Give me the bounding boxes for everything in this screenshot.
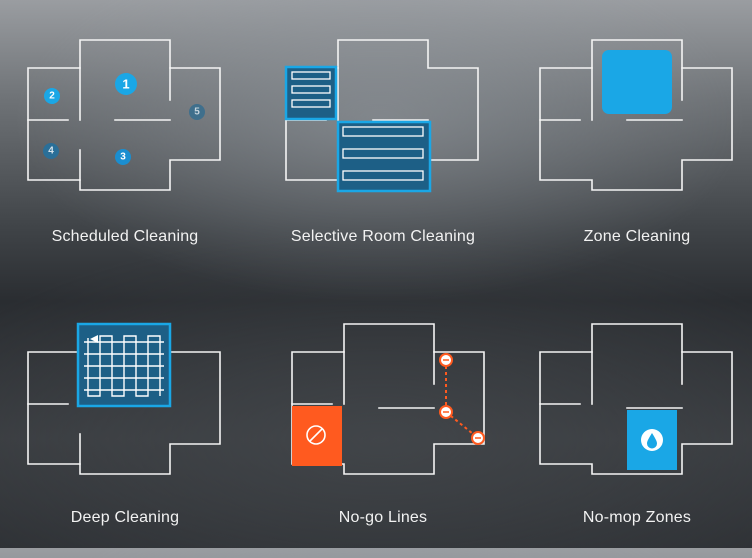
floorplan-nomop (539, 323, 733, 475)
feature-deep-cleaning: Deep Cleaning (0, 284, 250, 558)
floorplan-deep (27, 322, 221, 475)
cleaning-zone (602, 50, 672, 114)
arrow-icon (90, 335, 98, 343)
feature-label: No-mop Zones (582, 509, 692, 526)
floorplan-nogo (291, 323, 485, 475)
room-marker-1: 1 (115, 73, 137, 95)
floorplan-selective (284, 39, 479, 193)
feature-label: Selective Room Cleaning (290, 228, 476, 245)
feature-scheduled-cleaning: 1 2 3 4 5 Scheduled Cleaning (0, 0, 250, 274)
room-marker-2: 2 (44, 88, 60, 104)
no-go-line (439, 353, 485, 445)
water-drop-icon (641, 429, 663, 451)
feature-no-go-lines: No-go Lines (258, 284, 508, 558)
selected-room-large (336, 120, 432, 193)
feature-zone-cleaning: Zone Cleaning (512, 0, 752, 274)
feature-label: Deep Cleaning (70, 509, 180, 526)
floorplan-walls (27, 39, 221, 191)
svg-text:5: 5 (194, 107, 200, 118)
feature-selective-room-cleaning: Selective Room Cleaning (258, 0, 508, 274)
floorplan-walls (291, 323, 485, 475)
no-go-zone (292, 406, 342, 466)
floorplan-scheduled: 1 2 3 4 5 (27, 39, 221, 191)
floorplan-zone (539, 39, 733, 191)
floorplan-walls (539, 39, 733, 191)
no-mop-zone (627, 410, 677, 470)
selected-room-small (284, 65, 338, 121)
room-marker-5: 5 (189, 104, 205, 120)
feature-label: Scheduled Cleaning (51, 228, 199, 245)
feature-no-mop-zones: No-mop Zones (512, 284, 752, 558)
svg-text:1: 1 (122, 77, 129, 92)
svg-text:3: 3 (120, 152, 126, 163)
feature-label: Zone Cleaning (583, 228, 691, 245)
room-marker-4: 4 (43, 143, 59, 159)
svg-text:2: 2 (49, 91, 55, 102)
room-marker-3: 3 (115, 149, 131, 165)
deep-clean-area (76, 322, 172, 408)
floorplan-walls (539, 323, 733, 475)
feature-label: No-go Lines (338, 509, 428, 526)
prohibited-icon (306, 425, 326, 445)
svg-text:4: 4 (48, 146, 54, 157)
